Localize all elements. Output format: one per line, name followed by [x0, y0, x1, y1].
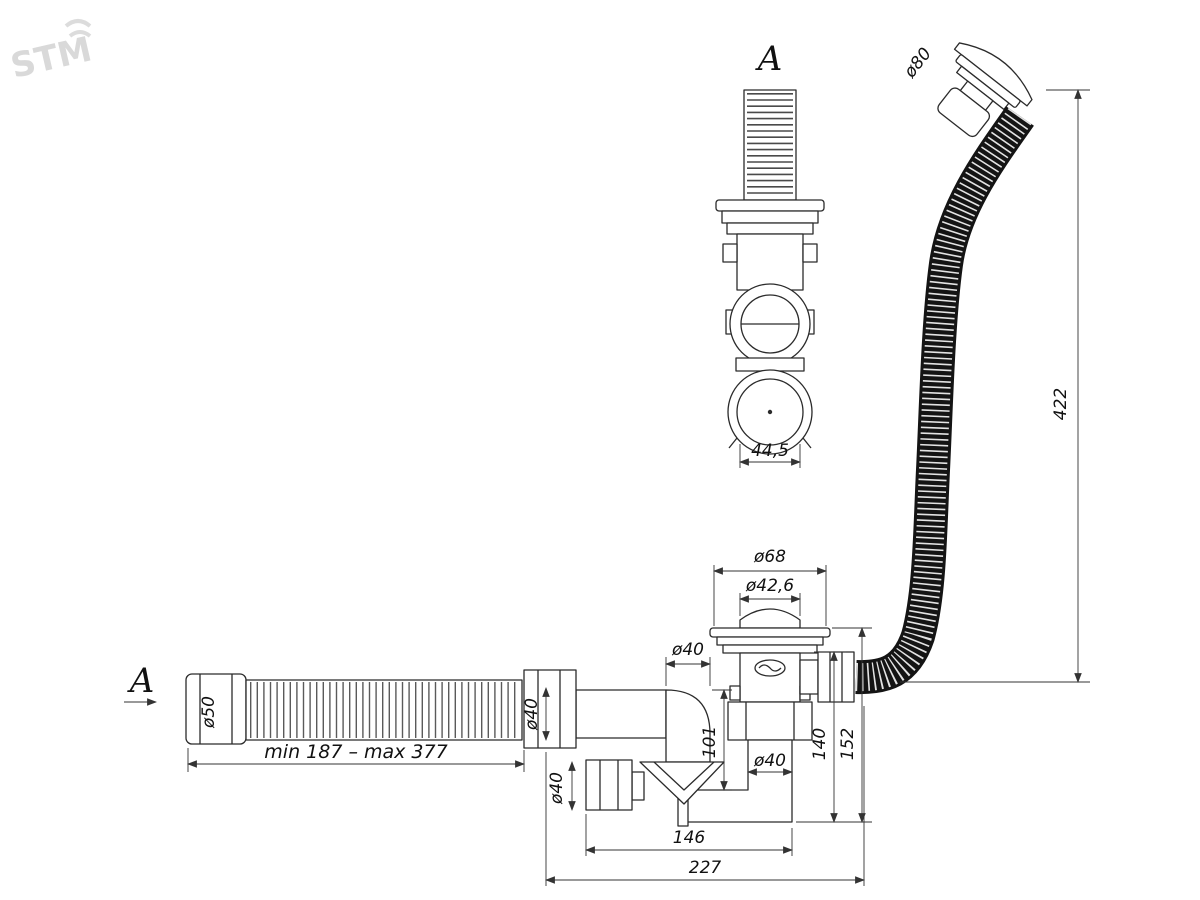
drain-body-left-tab	[729, 685, 741, 701]
dim-227: 227	[545, 706, 865, 886]
dim-146: 146	[585, 814, 793, 856]
popup-plug-dome	[739, 608, 801, 629]
flex-pipe-cuff-lines	[199, 674, 233, 744]
section-label-top: A	[755, 39, 783, 79]
dim-101-label: 101	[700, 726, 720, 758]
dim-68-label: ø68	[753, 547, 786, 567]
cap-dome	[953, 42, 1033, 107]
dim-422-label: 422	[1051, 388, 1071, 420]
watermark-text: STM	[7, 29, 95, 86]
section-label-left: A	[127, 661, 155, 701]
trap-side-nut-facets	[599, 760, 619, 810]
flex-pipe-nut	[523, 669, 577, 749]
dim-50-label: ø50	[199, 696, 219, 729]
flex-pipe-nut-facets	[537, 670, 561, 748]
dim-40-lower: ø40	[547, 761, 576, 811]
trap-side-stub	[631, 771, 645, 801]
hose-ribs	[855, 107, 1032, 692]
dim-44-5-label: 44,5	[751, 441, 789, 461]
dim-140: 140	[810, 651, 846, 823]
flex-pipe-body	[245, 679, 523, 741]
trap-elbow	[665, 689, 711, 763]
dimensions: 44,5 ø80 422 ø68 ø42,6 ø40	[187, 44, 1090, 886]
watermark-logo: STM	[7, 19, 95, 87]
side-outlet-nut-facets	[829, 652, 843, 702]
dim-80-label: ø80	[900, 44, 936, 82]
dim-146-label: 146	[673, 828, 706, 848]
threaded-rod	[743, 89, 797, 201]
dim-40-elbow-label: ø40	[671, 640, 704, 660]
overflow-flange-mid	[721, 210, 819, 224]
drain-flange-top	[709, 627, 831, 638]
overflow-mid-nut	[735, 357, 805, 372]
dim-44-5: 44,5	[739, 441, 801, 468]
dim-422: 422	[900, 89, 1090, 683]
overflow-bottom-circle-inner	[736, 378, 804, 446]
trap-inlet-pipe	[575, 689, 667, 739]
dim-40-elbow: ø40	[665, 640, 711, 686]
trap-side-nut	[585, 759, 633, 811]
watermark-wave-icon	[64, 19, 92, 38]
overflow-hose	[855, 106, 1034, 695]
dim-40-inlet-label: ø40	[522, 698, 542, 731]
section-label-left-group: A	[124, 661, 157, 706]
drain-body	[739, 652, 801, 703]
dim-152-label: 152	[838, 728, 858, 760]
side-outlet-stub	[799, 659, 819, 695]
overflow-assembly-front-view	[715, 89, 825, 455]
dim-101: 101	[700, 689, 748, 791]
dim-flex-range-label: min 187 – max 377	[264, 741, 447, 763]
drain-flange-mid	[716, 636, 824, 646]
dim-227-label: 227	[689, 858, 722, 878]
dim-40-lower-label: ø40	[547, 772, 567, 805]
overflow-body-left-tab	[722, 243, 738, 263]
trap-assembly	[575, 689, 725, 811]
dim-40-tail-label: ø40	[753, 751, 786, 771]
dim-42-6: ø42,6	[739, 576, 801, 616]
overflow-body	[736, 233, 804, 291]
side-outlet-nut	[817, 651, 855, 703]
brand-logo	[754, 659, 786, 677]
cap-elbow-body	[937, 87, 991, 138]
dim-152: 152	[796, 627, 872, 823]
dim-68: ø68	[713, 547, 827, 626]
dim-flex-range: min 187 – max 377	[187, 741, 525, 772]
drain-bottom-nut-facets	[745, 702, 795, 740]
flex-outlet-pipe	[185, 669, 577, 749]
overflow-flange-low	[726, 222, 814, 235]
overflow-body-right-tab	[802, 243, 818, 263]
overflow-bottom-center-dot	[767, 409, 773, 415]
hose-body	[855, 106, 1034, 695]
dim-40-inlet: ø40	[522, 687, 550, 741]
drain-flange-low	[722, 644, 818, 654]
drain-bottom-nut	[727, 701, 813, 741]
dim-42-6-label: ø42,6	[745, 576, 794, 596]
overflow-flange-top	[715, 199, 825, 212]
dim-140-label: 140	[810, 728, 830, 760]
dim-40-tail: ø40	[747, 751, 793, 776]
overflow-bottom-lugs	[728, 437, 812, 449]
trap-funnel-inner	[653, 761, 715, 791]
brand-logo-swirl-icon	[758, 664, 782, 672]
overflow-cap	[937, 42, 1033, 138]
